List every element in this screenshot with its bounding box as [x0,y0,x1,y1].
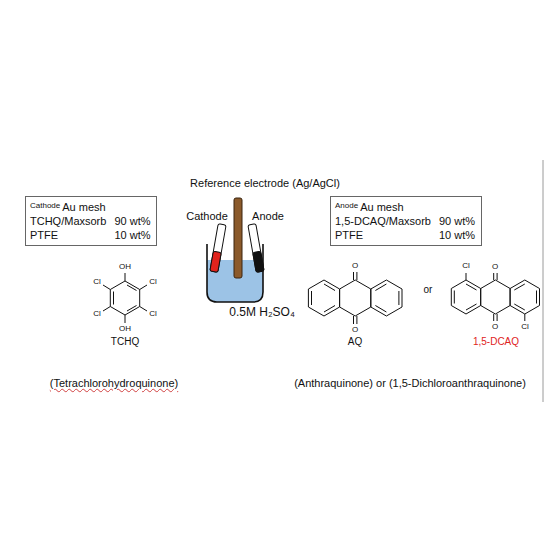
electrode-label: Anode [252,210,284,223]
atom-label: Cl [462,261,470,270]
cathode-electrode [210,224,226,273]
box-heading-row: CathodeAu mesh [30,199,150,214]
aq-structure [308,272,402,324]
anode-composition-box: AnodeAu mesh1,5-DCAQ/Maxsorb 90 wt% PTFE 10… [330,196,482,246]
weight-percent: 10 wt% [114,228,150,242]
compound-fullname: (Anthraquinone) or (1,5-Dichloroanthraqu… [294,377,526,390]
atom-label: Cl [521,322,529,331]
material-name: PTFE [335,228,431,242]
atom-label: Cl [93,277,101,286]
dcaq-structure [451,273,539,321]
electrode-tag: Anode [335,201,358,210]
atom-label: Cl [149,277,157,286]
atom-label: O [352,261,358,270]
material-name: PTFE [30,228,106,242]
tchq-structure [103,273,147,323]
electrode-tag: Cathode [30,201,60,210]
compound-name: TCHQ [111,336,139,348]
atom-label: O [492,262,498,271]
current-collector: Au mesh [62,201,105,213]
cathode-composition-box: CathodeAu meshTCHQ/Maxsorb 90 wt% PTFE 10 w… [25,196,157,246]
atom-label: Cl [149,309,157,318]
weight-percent: 90 wt% [439,214,475,228]
box-heading-row: AnodeAu mesh [335,199,475,214]
weight-percent: 10 wt% [439,228,475,242]
electrode-label: Reference electrode (Ag/AgCl) [190,177,340,190]
conjunction-label: or [424,284,433,296]
compound-name: 1,5-DCAQ [473,336,519,348]
current-collector: Au mesh [360,201,403,213]
border-line [543,160,544,402]
electrode-label: Cathode [186,210,228,223]
composition-table: TCHQ/Maxsorb 90 wt% PTFE 10 wt% [30,214,150,242]
material-name: 1,5-DCAQ/Maxsorb [335,214,431,228]
atom-label: Cl [93,309,101,318]
compound-fullname: (Tetrachlorohydroquinone) [50,377,178,390]
electrolyte-label: 0.5M H₂SO₄ [229,306,295,320]
compound-name: AQ [348,336,362,348]
atom-label: O [352,325,358,334]
material-name: TCHQ/Maxsorb [30,214,106,228]
atom-label: OH [119,262,131,271]
anode-electrode [248,224,264,273]
reference-electrode [234,198,242,278]
atom-label: O [492,322,498,331]
atom-label: OH [119,324,131,333]
weight-percent: 90 wt% [114,214,150,228]
composition-table: 1,5-DCAQ/Maxsorb 90 wt% PTFE 10 wt% [335,214,475,242]
